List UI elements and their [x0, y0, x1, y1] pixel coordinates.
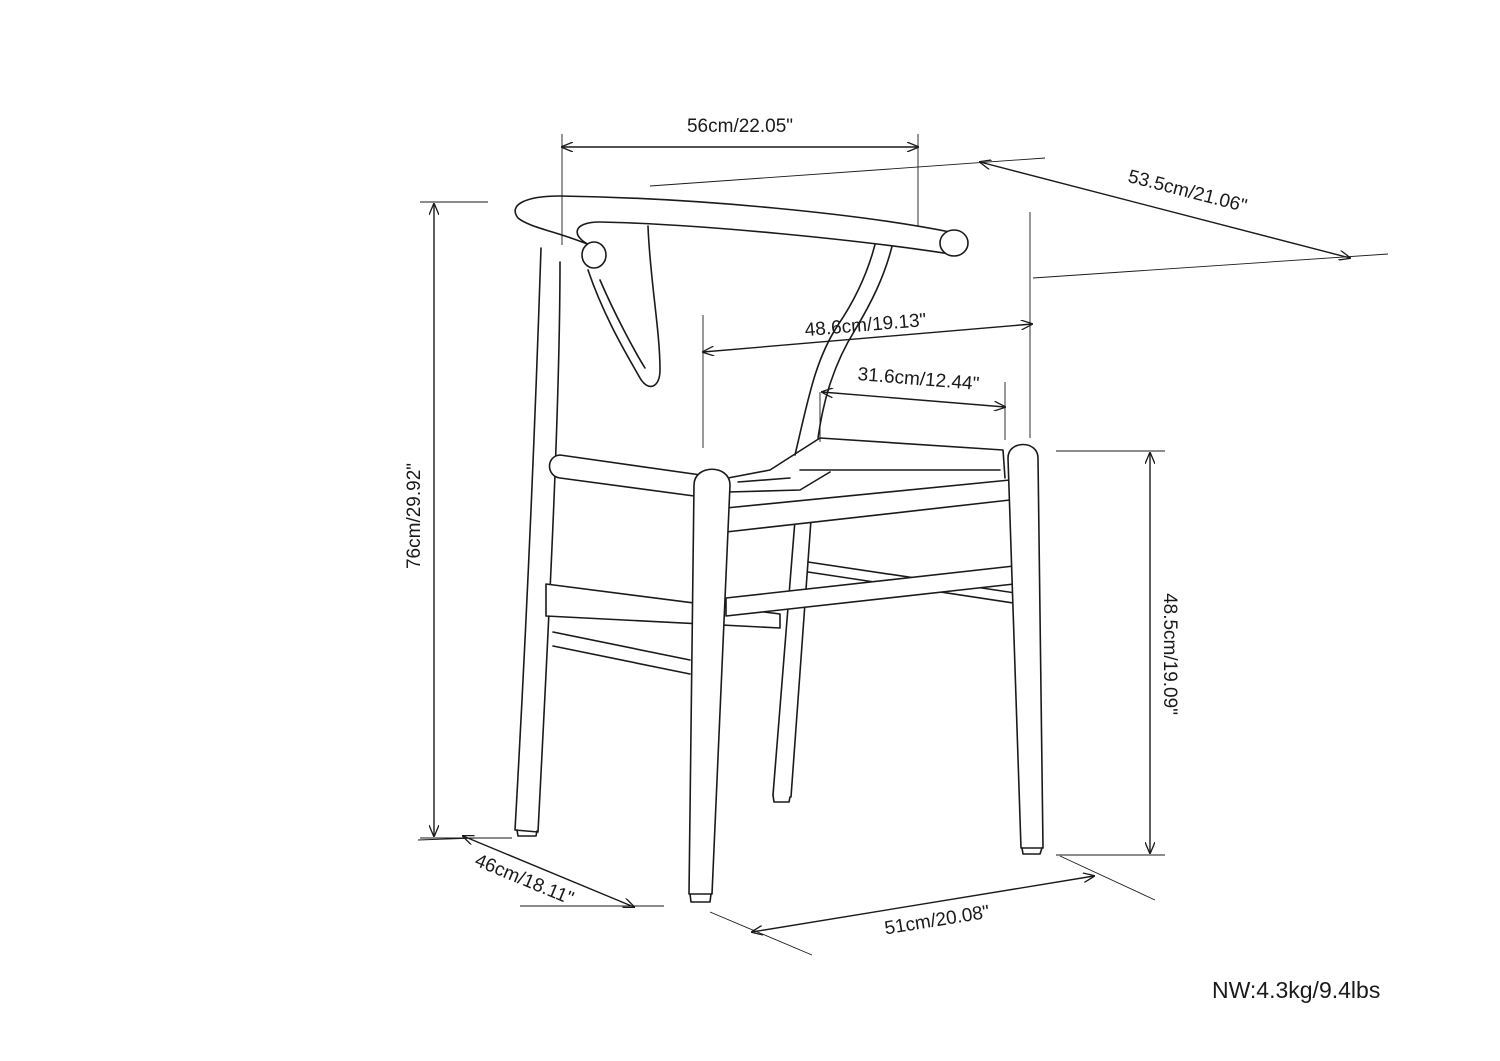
back-side-stretcher — [552, 631, 691, 675]
dim-base-width — [752, 876, 1094, 932]
front-stretcher — [725, 565, 1023, 617]
front-left-leg — [688, 468, 731, 895]
back-splat — [587, 225, 661, 388]
label-seat-height: 48.5cm/19.09" — [1159, 593, 1180, 715]
top-rail-left-end — [581, 241, 607, 269]
back-right-foot — [772, 794, 791, 803]
dimension-lines — [434, 147, 1350, 932]
dim-inner-width — [703, 324, 1032, 352]
chair-drawing — [514, 195, 1044, 903]
back-left-leg — [514, 247, 561, 833]
label-base-depth: 46cm/18.11" — [472, 850, 577, 909]
label-seat-depth: 31.6cm/12.44" — [857, 364, 980, 395]
seat-surface — [727, 437, 1006, 479]
front-seat-rail — [725, 479, 1020, 533]
dim-base-depth — [463, 836, 634, 907]
dim-seat-depth — [822, 392, 1005, 407]
top-rail — [514, 195, 951, 255]
label-inner-width: 48.6cm/19.13" — [804, 310, 927, 341]
label-top-width: 56cm/22.05" — [687, 116, 793, 137]
top-rail-right-end — [939, 229, 969, 257]
front-right-foot — [1021, 847, 1043, 855]
front-right-leg — [1007, 443, 1044, 849]
front-left-foot — [689, 893, 712, 903]
back-splat-inner — [599, 279, 646, 369]
back-right-leg — [772, 519, 812, 798]
dim-depth-top — [980, 162, 1350, 258]
label-depth-top: 53.5cm/21.06" — [1126, 166, 1249, 217]
label-total-height: 76cm/29.92" — [404, 463, 425, 569]
seat-weave — [727, 469, 1001, 493]
net-weight-label: NW:4.3kg/9.4lbs — [1212, 977, 1380, 1003]
extension-lines — [417, 134, 1389, 956]
